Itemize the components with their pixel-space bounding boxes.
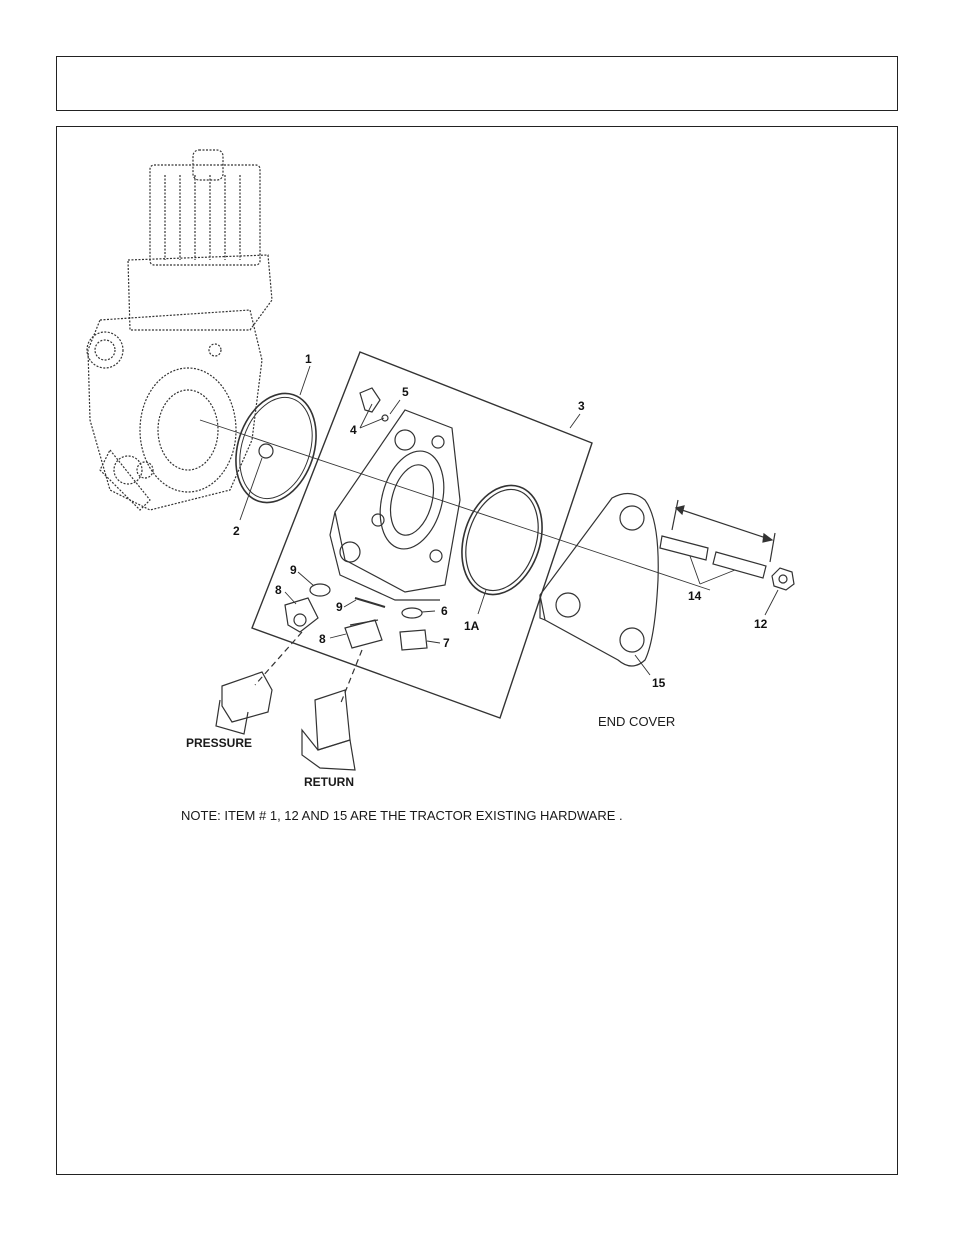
adapter-block	[330, 410, 460, 600]
return-label: RETURN	[304, 775, 354, 789]
callout-12: 12	[754, 617, 768, 631]
washer-item-6	[402, 608, 422, 618]
callout-6: 6	[441, 604, 448, 618]
callout-14: 14	[688, 589, 702, 603]
callout-9-seal: 9	[336, 600, 343, 614]
o-ring-item-1a-inner	[454, 480, 551, 600]
callout-2: 2	[233, 524, 240, 538]
callout-1: 1	[305, 352, 312, 366]
callout-7: 7	[443, 636, 450, 650]
callout-9-ring: 9	[290, 563, 297, 577]
o-ring-item-2	[259, 444, 273, 458]
end-cover-item-15	[540, 493, 658, 666]
callout-8-pressure: 8	[275, 583, 282, 597]
callout-5: 5	[402, 385, 409, 399]
callout-4: 4	[350, 423, 357, 437]
fitting-item-8-pressure	[285, 598, 318, 632]
callout-15: 15	[652, 676, 666, 690]
pressure-label: PRESSURE	[186, 736, 252, 750]
o-ring-item-1-inner	[228, 388, 325, 508]
fitting-item-8-return	[345, 620, 382, 648]
return-hose-fitting	[302, 690, 355, 770]
nut-item-12-hole	[779, 575, 787, 583]
studs-item-14	[660, 500, 775, 578]
hardware-note: NOTE: ITEM # 1, 12 AND 15 ARE THE TRACTO…	[181, 808, 623, 823]
fitting-item-4	[360, 388, 388, 421]
seal-item-9	[355, 598, 385, 607]
pressure-hose-fitting	[216, 672, 272, 734]
plug-item-7	[400, 630, 427, 650]
tractor-pump-housing	[87, 150, 272, 510]
o-ring-item-1	[223, 383, 330, 513]
callout-8-return: 8	[319, 632, 326, 646]
callout-3: 3	[578, 399, 585, 413]
o-ring-item-9	[310, 584, 330, 596]
end-cover-label: END COVER	[598, 714, 675, 729]
o-ring-item-1a	[449, 475, 556, 605]
nut-item-12	[772, 568, 794, 590]
callout-1a: 1A	[464, 619, 480, 633]
